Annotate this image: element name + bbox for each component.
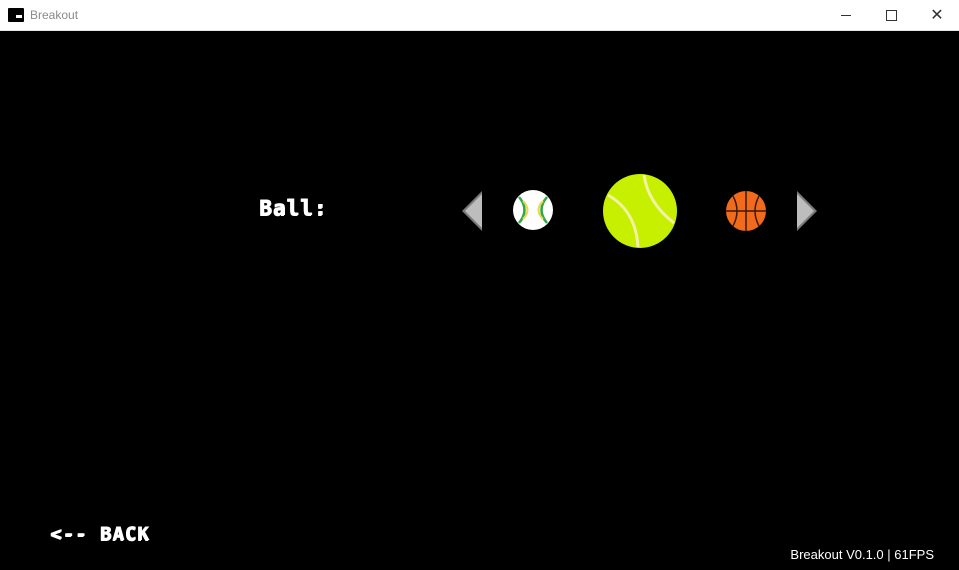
minimize-button[interactable] (823, 0, 869, 30)
window-title: Breakout (30, 8, 79, 22)
maximize-button[interactable] (868, 0, 914, 30)
minimize-icon (841, 14, 851, 16)
chevron-right-icon[interactable] (795, 191, 817, 231)
close-button[interactable]: ✕ (914, 0, 959, 30)
close-icon: ✕ (930, 5, 944, 24)
chevron-left-icon[interactable] (462, 191, 484, 231)
maximize-icon (885, 9, 897, 21)
back-button[interactable]: <-- BACK (50, 523, 150, 545)
baseball-icon[interactable] (512, 189, 554, 231)
tennis-ball-icon[interactable] (602, 173, 678, 249)
ball-option-label: Ball: (259, 196, 328, 220)
app-icon (8, 8, 24, 22)
game-canvas: Ball: <-- BACK Breakout V0.1.0 | 61FPS (0, 31, 959, 570)
basketball-icon[interactable] (725, 190, 767, 232)
title-bar: Breakout ✕ (0, 0, 959, 31)
version-fps-status: Breakout V0.1.0 | 61FPS (790, 547, 934, 562)
